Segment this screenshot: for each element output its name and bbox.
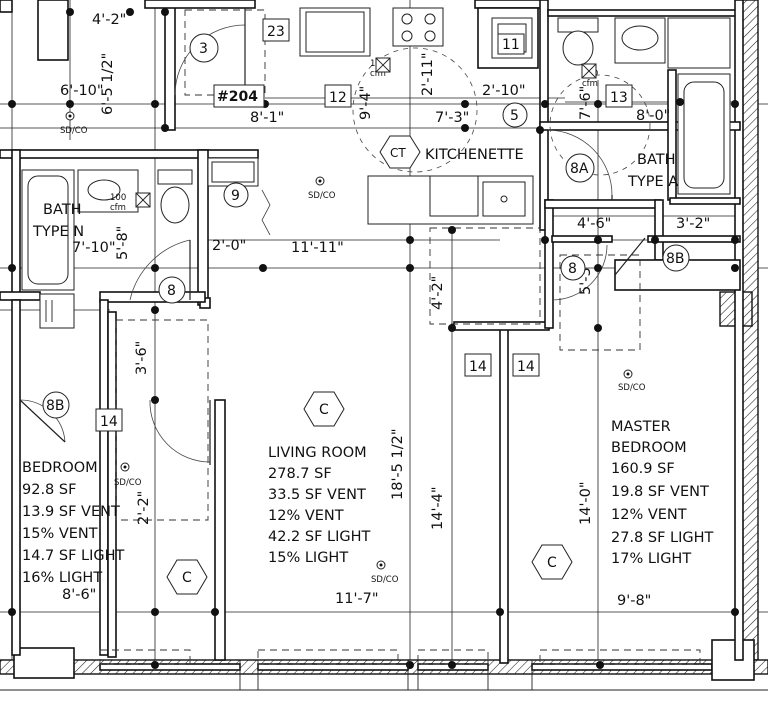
fan-2-cfm: 100 <box>110 193 126 203</box>
bedroom-name: BEDROOM <box>22 460 98 476</box>
interior-walls <box>0 0 744 664</box>
ceiling-tag-bedroom: C <box>182 570 192 586</box>
dim-3-2: 3'-2" <box>676 216 710 232</box>
master-bedroom-vent-pct: 12% VENT <box>611 507 687 523</box>
living-room-light-sf: 42.2 SF LIGHT <box>268 529 371 545</box>
kitchenette: CT KITCHENETTE <box>379 135 524 169</box>
master-bedroom-height: 14'-0" <box>578 481 594 525</box>
sd-co-2: SD/CO <box>308 191 336 201</box>
tag-box-13: 13 <box>610 90 628 106</box>
bath-a-line2: TYPE A <box>627 174 678 190</box>
tag-box-11: 11 <box>502 37 520 53</box>
bath-n-line1: BATH <box>43 202 82 218</box>
tag-box-14-left: 14 <box>100 414 118 430</box>
dim-2-0: 2'-0" <box>212 238 246 254</box>
bedroom-vent-sf: 13.9 SF VENT <box>22 504 120 520</box>
dim-4-6: 4'-6" <box>577 216 611 232</box>
master-bedroom: MASTER BEDROOM 160.9 SF 19.8 SF VENT 12%… <box>578 419 714 609</box>
bath-n-line2: TYPE N <box>32 224 84 240</box>
dim-9-4: 9'-4" <box>358 86 374 120</box>
dim-3-6: 3'-6" <box>134 341 150 375</box>
fixtures <box>21 7 731 665</box>
living-room-name: LIVING ROOM <box>268 445 367 461</box>
master-bedroom-vent-sf: 19.8 SF VENT <box>611 484 709 500</box>
master-bedroom-area: 160.9 SF <box>611 461 675 477</box>
living-room-vent-pct: 12% VENT <box>268 508 344 524</box>
tag-box-14-right: 14 <box>517 359 535 375</box>
dim-5-8: 5'-8" <box>115 226 131 260</box>
unit-number: #204 <box>217 89 258 105</box>
tag-box-12: 12 <box>329 90 347 106</box>
tag-door-8: 8 <box>167 283 176 299</box>
tag-door-8b-left: 8B <box>46 398 65 414</box>
tag-door-5: 5 <box>510 108 519 124</box>
bedroom-light-pct: 16% LIGHT <box>22 570 102 586</box>
dim-4-2-mid: 4'-2" <box>430 276 446 310</box>
fan-3-unit: cfm <box>582 79 598 89</box>
master-bedroom-name-1: MASTER <box>611 419 671 435</box>
unit-label: #204 <box>213 84 265 108</box>
dim-7-6: 7'-6" <box>578 86 594 120</box>
dim-8-0: 8'-0" <box>636 108 670 124</box>
living-room-vent-sf: 33.5 SF VENT <box>268 487 366 503</box>
bath-a-line1: BATH <box>637 152 676 168</box>
dim-11-11: 11'-11" <box>291 240 344 256</box>
dim-8-1: 8'-1" <box>250 110 284 126</box>
dim-7-10: 7'-10" <box>72 240 116 256</box>
tag-box-14-mid: 14 <box>469 359 487 375</box>
tags: 3 5 8 8 8A 8B 8B 9 23 12 11 13 14 14 14 … <box>42 18 690 595</box>
master-bedroom-light-pct: 17% LIGHT <box>611 551 691 567</box>
tag-door-3: 3 <box>199 41 208 57</box>
dimension-dots <box>8 8 739 669</box>
bedroom-light-sf: 14.7 SF LIGHT <box>22 548 125 564</box>
ceiling-hex-living <box>303 391 345 427</box>
sd-co-1: SD/CO <box>60 126 88 136</box>
living-room-width: 11'-7" <box>335 591 379 607</box>
sd-co-3: SD/CO <box>618 383 646 393</box>
ceiling-tag-master: C <box>547 555 557 571</box>
living-room-area: 278.7 SF <box>268 466 332 482</box>
ceiling-hex-master <box>531 544 573 580</box>
bath-type-n: BATH TYPE N <box>32 202 84 240</box>
window-mullions <box>239 660 533 690</box>
bedroom: BEDROOM 92.8 SF 13.9 SF VENT 15% VENT 14… <box>22 460 125 603</box>
dim-6-10: 6'-10" <box>60 83 104 99</box>
kitchenette-tag: CT <box>390 146 406 160</box>
sd-co-4: SD/CO <box>114 478 142 488</box>
dim-2-11: 2'-11" <box>420 52 436 96</box>
dim-4-2-top: 4'-2" <box>92 12 126 28</box>
bedroom-vent-pct: 15% VENT <box>22 526 98 542</box>
master-bedroom-width: 9'-8" <box>617 593 651 609</box>
tag-door-8b-right: 8B <box>666 251 685 267</box>
dim-2-10: 2'-10" <box>482 83 526 99</box>
tag-box-23: 23 <box>267 24 285 40</box>
smoke-detectors: SD/CO SD/CO SD/CO SD/CO SD/CO <box>60 111 646 585</box>
fan-2-unit: cfm <box>110 203 126 213</box>
dim-6-5-half: 6'-5 1/2" <box>100 53 116 115</box>
living-room-light-pct: 15% LIGHT <box>268 550 348 566</box>
exhaust-fans: 100 cfm 100 cfm 100 cfm <box>110 57 598 213</box>
dim-2-2: 2'-2" <box>136 491 152 525</box>
tag-9: 9 <box>231 188 240 204</box>
dim-14-4: 14'-4" <box>430 486 446 530</box>
ceiling-tag-living: C <box>319 402 329 418</box>
sd-co-5: SD/CO <box>371 575 399 585</box>
ct-hexagon <box>379 135 421 169</box>
master-bedroom-light-sf: 27.8 SF LIGHT <box>611 530 714 546</box>
fan-1-unit: cfm <box>370 69 386 79</box>
kitchenette-name: KITCHENETTE <box>425 147 524 163</box>
dimension-labels: 4'-2" 6'-10" 6'-5 1/2" 8'-1" 9'-4" 2'-11… <box>60 12 710 530</box>
ceiling-hex-bedroom <box>166 559 208 595</box>
living-room-height: 18'-5 1/2" <box>390 428 406 500</box>
bath-type-a: BATH TYPE A <box>627 152 678 190</box>
living-room: LIVING ROOM 278.7 SF 33.5 SF VENT 12% VE… <box>268 428 406 607</box>
bedroom-area: 92.8 SF <box>22 482 76 498</box>
master-bedroom-name-2: BEDROOM <box>611 440 687 456</box>
dim-7-3: 7'-3" <box>435 110 469 126</box>
tag-door-8a: 8A <box>570 161 589 177</box>
tag-door-8-second: 8 <box>568 261 577 277</box>
bedroom-width: 8'-6" <box>62 587 96 603</box>
